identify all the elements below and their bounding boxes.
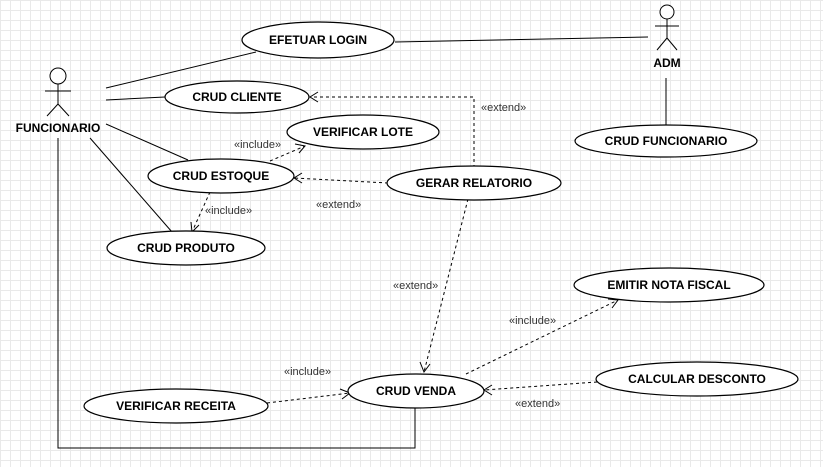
use-case-crud-funcionario[interactable]: CRUD FUNCIONARIO	[574, 124, 758, 158]
use-case-crud-produto[interactable]: CRUD PRODUTO	[106, 230, 266, 266]
use-case-crud-estoque[interactable]: CRUD ESTOQUE	[147, 158, 295, 194]
use-case-label: CRUD CLIENTE	[192, 90, 281, 104]
label-include-estoque-lote: «include»	[234, 139, 281, 151]
dep-desconto-venda	[483, 381, 598, 391]
label-include-receita-venda: «include»	[284, 366, 331, 378]
use-case-verificar-receita[interactable]: VERIFICAR RECEITA	[83, 388, 269, 424]
assoc-funcionario-venda	[57, 138, 416, 449]
use-case-crud-cliente[interactable]: CRUD CLIENTE	[164, 80, 310, 114]
actor-adm[interactable]: ADM	[653, 4, 681, 70]
use-case-label: EMITIR NOTA FISCAL	[607, 278, 730, 292]
use-case-verificar-lote[interactable]: VERIFICAR LOTE	[286, 114, 440, 150]
dep-venda-nota	[465, 299, 619, 375]
actor-funcionario[interactable]: FUNCIONARIO	[16, 67, 101, 135]
dep-estoque-produto	[191, 191, 211, 233]
use-case-label: VERIFICAR RECEITA	[116, 399, 236, 413]
use-case-label: CALCULAR DESCONTO	[628, 372, 766, 386]
label-extend-relatorio-cliente: «extend»	[481, 102, 526, 114]
dep-relatorio-estoque	[293, 177, 389, 184]
use-case-emitir-nota-fiscal[interactable]: EMITIR NOTA FISCAL	[573, 267, 765, 303]
label-extend-relatorio-venda: «extend»	[393, 280, 438, 292]
dep-relatorio-cliente	[310, 96, 475, 168]
stick-figure-icon	[655, 4, 679, 51]
actor-label: ADM	[653, 56, 680, 70]
use-case-label: CRUD VENDA	[376, 384, 456, 398]
use-case-crud-venda[interactable]: CRUD VENDA	[347, 373, 485, 409]
dep-estoque-lote-arrow	[294, 143, 306, 154]
use-case-gerar-relatorio[interactable]: GERAR RELATORIO	[386, 165, 562, 201]
dep-receita-venda	[266, 392, 351, 404]
use-case-label: CRUD PRODUTO	[137, 241, 235, 255]
assoc-adm-login	[394, 36, 649, 43]
assoc-funcionario-produto	[89, 137, 173, 233]
use-case-label: EFETUAR LOGIN	[269, 33, 367, 47]
use-case-label: CRUD ESTOQUE	[173, 169, 269, 183]
use-case-label: GERAR RELATORIO	[416, 176, 532, 190]
label-extend-relatorio-estoque: «extend»	[316, 199, 361, 211]
assoc-funcionario-estoque	[105, 123, 189, 161]
assoc-funcionario-login	[105, 51, 257, 89]
use-case-calcular-desconto[interactable]: CALCULAR DESCONTO	[595, 361, 799, 397]
label-include-estoque-produto: «include»	[205, 205, 252, 217]
use-case-label: VERIFICAR LOTE	[313, 125, 413, 139]
stick-figure-icon	[45, 67, 71, 117]
actor-label: FUNCIONARIO	[16, 121, 101, 135]
dep-venda-nota-arrow	[607, 298, 619, 309]
assoc-funcionario-cliente	[105, 96, 166, 101]
use-case-label: CRUD FUNCIONARIO	[605, 134, 728, 148]
use-case-efetuar-login[interactable]: EFETUAR LOGIN	[241, 21, 395, 59]
dep-relatorio-cliente-arrow	[309, 91, 319, 103]
dep-estoque-lote	[269, 145, 306, 162]
dep-relatorio-venda-arrow	[419, 361, 431, 374]
label-include-venda-nota: «include»	[509, 315, 556, 327]
label-extend-desconto-venda: «extend»	[515, 398, 560, 410]
